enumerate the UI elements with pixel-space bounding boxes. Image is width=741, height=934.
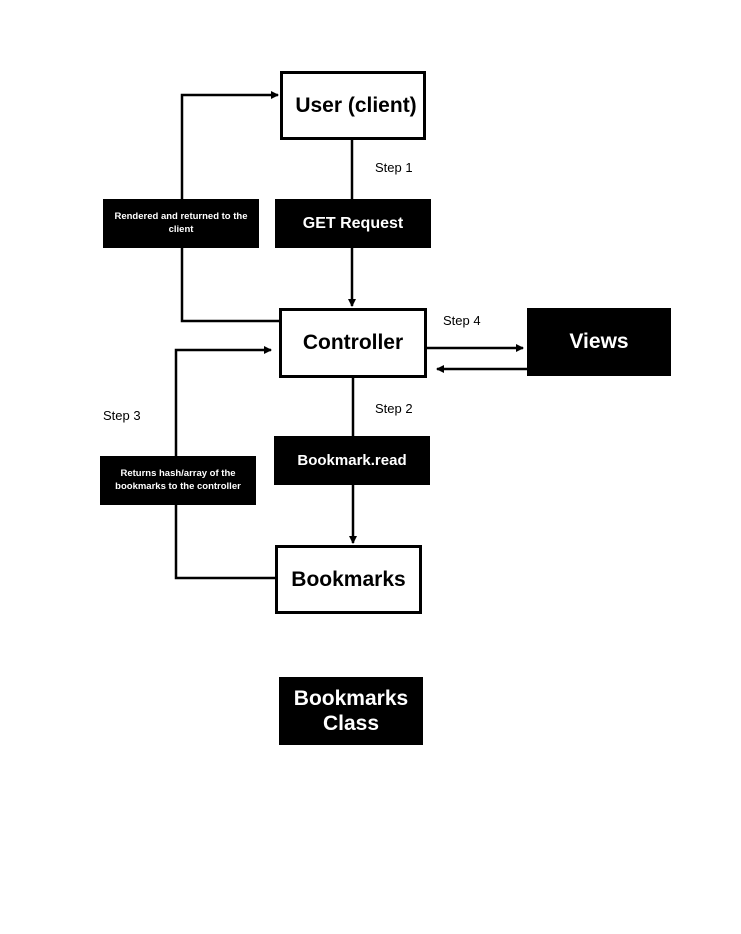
step-3-label: Step 3 xyxy=(103,408,141,423)
step-4-label: Step 4 xyxy=(443,313,481,328)
get-request-box: GET Request xyxy=(275,199,431,248)
bookmarks-box: Bookmarks xyxy=(275,545,422,614)
views-box: Views xyxy=(527,308,671,376)
rendered-returned-note: Rendered and returned to the client xyxy=(103,199,259,248)
step-1-label: Step 1 xyxy=(375,160,413,175)
bookmarks-class-box: Bookmarks Class xyxy=(279,677,423,745)
returns-hash-note: Returns hash/array of the bookmarks to t… xyxy=(100,456,256,505)
bookmark-read-box: Bookmark.read xyxy=(274,436,430,485)
user-client-box: User (client) xyxy=(280,71,426,140)
step-2-label: Step 2 xyxy=(375,401,413,416)
controller-box: Controller xyxy=(279,308,427,378)
